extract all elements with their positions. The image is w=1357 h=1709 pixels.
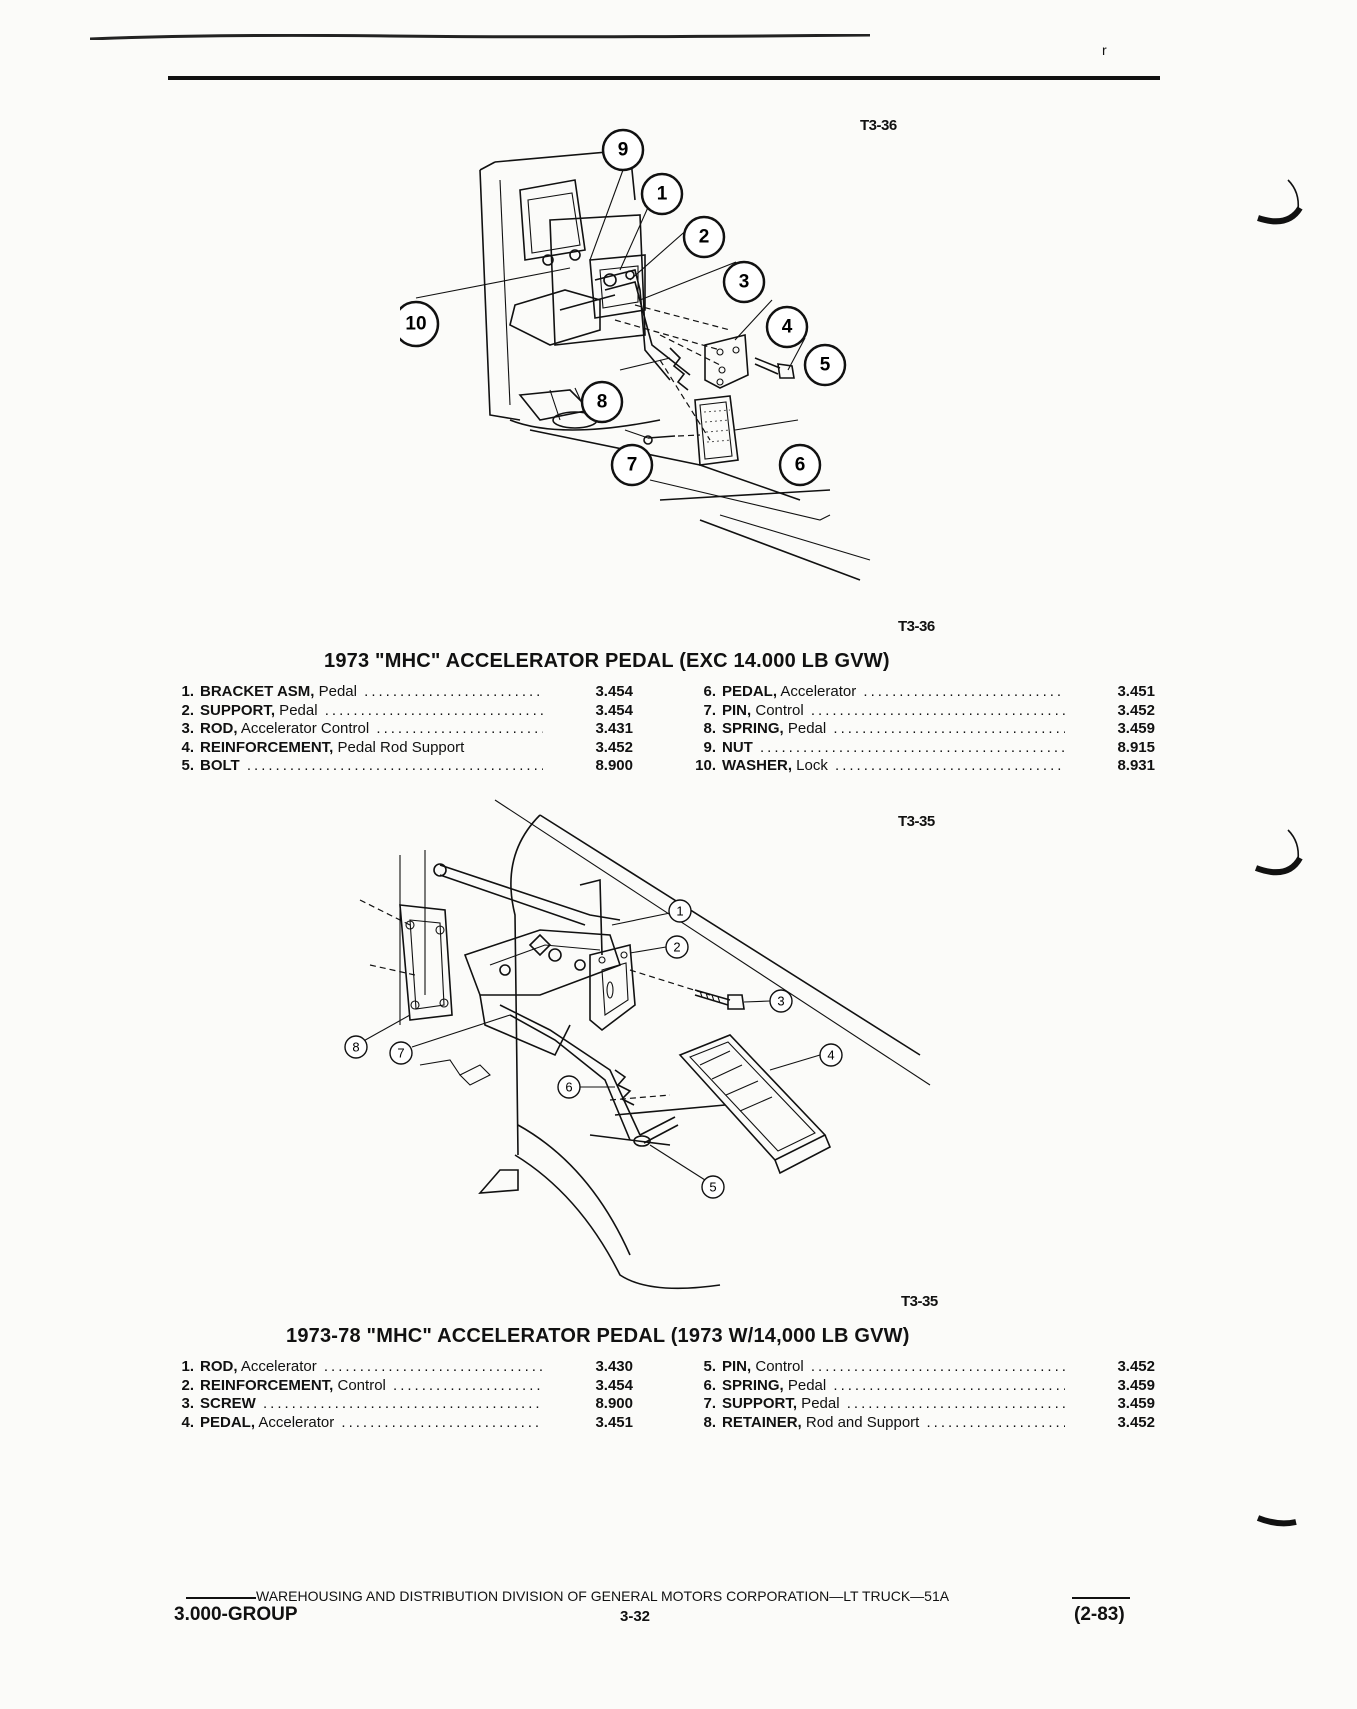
part-row: 7.SUPPORT, Pedal .......................…: [703, 1395, 1155, 1412]
figure1-label-top: T3-36: [860, 117, 897, 134]
part-row: 3.ROD, Accelerator Control .............…: [181, 720, 633, 737]
part-row: 9.NUT ..................................…: [703, 738, 1155, 756]
part-row: 3.SCREW ................................…: [181, 1395, 633, 1412]
svg-text:2: 2: [673, 940, 680, 955]
figure1-pin: [643, 434, 701, 445]
section1-title: 1973 "MHC" ACCELERATOR PEDAL (EXC 14.000…: [324, 650, 890, 672]
section2-parts-left: 1.ROD, Accelerator .....................…: [168, 1358, 633, 1432]
section2-parts-right: 5.PIN, Control .........................…: [690, 1358, 1155, 1432]
figure1-callout-5: 5: [803, 343, 847, 387]
figure2-callout-7: 7: [389, 1041, 413, 1065]
figure1-callout-10: 10: [400, 300, 440, 348]
part-row: 8.RETAINER, Rod and Support ............…: [703, 1413, 1155, 1431]
figure1-callout-4: 4: [765, 305, 809, 349]
figure1-callout-2: 2: [682, 215, 726, 259]
section1-parts-right: 6.PEDAL, Accelerator ...................…: [690, 683, 1155, 776]
svg-text:5: 5: [709, 1180, 716, 1195]
figure1-callout-7: 7: [610, 443, 654, 487]
svg-text:8: 8: [597, 392, 608, 413]
figure2-screw: [694, 989, 745, 1010]
svg-text:7: 7: [627, 455, 638, 476]
svg-text:7: 7: [397, 1046, 404, 1061]
figure1-diagram: 9 1 2 3 10 4 5 8 6 7: [400, 128, 871, 581]
figure1-callout-6: 6: [778, 443, 822, 487]
footer-division: WAREHOUSING AND DISTRIBUTION DIVISION OF…: [256, 1588, 950, 1604]
figure2-cab-outline: [399, 799, 931, 1290]
part-row: 5.PIN, Control .........................…: [703, 1358, 1155, 1375]
figure2-callout-5: 5: [701, 1175, 725, 1199]
svg-text:2: 2: [699, 227, 710, 248]
svg-text:6: 6: [565, 1080, 572, 1095]
figure2-pedal: [678, 1034, 832, 1175]
figure2-retainer: [359, 899, 453, 1021]
figure2-label-bottom: T3-35: [901, 1293, 938, 1310]
part-row: 1.ROD, Accelerator .....................…: [181, 1358, 633, 1375]
part-row: 4.PEDAL, Accelerator ...................…: [181, 1413, 633, 1431]
figure1-callout-1: 1: [640, 172, 684, 216]
figure2-spring: [609, 1069, 726, 1116]
part-row: 7.PIN, Control .........................…: [703, 701, 1155, 719]
figure2-label-top: T3-35: [898, 813, 935, 830]
figure2-callout-3: 3: [769, 989, 793, 1013]
figure2-callout-1: 1: [668, 899, 692, 923]
svg-text:5: 5: [820, 355, 831, 376]
section2-title: 1973-78 "MHC" ACCELERATOR PEDAL (1973 W/…: [286, 1325, 910, 1347]
figure1-callout-9: 9: [601, 128, 645, 172]
figure2-leaders: [359, 912, 821, 1181]
footer-rule-right: [1072, 1597, 1130, 1599]
figure1-label-bottom: T3-36: [898, 618, 935, 635]
figure1-pedal: [694, 395, 739, 466]
svg-text:3: 3: [739, 272, 750, 293]
part-row: 2.SUPPORT, Pedal .......................…: [181, 701, 633, 719]
figure1-leaders: [415, 169, 806, 439]
figure1-bracket-assembly: [509, 214, 731, 381]
svg-text:3: 3: [777, 994, 784, 1009]
svg-text:4: 4: [827, 1048, 834, 1063]
figure2-callout-2: 2: [665, 935, 689, 959]
part-row: 1.BRACKET ASM, Pedal ...................…: [181, 683, 633, 700]
figure2-callout-4: 4: [819, 1043, 843, 1067]
scan-edge-artifact: [90, 34, 870, 40]
figure2-callout-6: 6: [557, 1075, 581, 1099]
section1-parts-left: 1.BRACKET ASM, Pedal ...................…: [168, 683, 633, 776]
figure1-bolt: [754, 357, 795, 379]
svg-text:9: 9: [618, 140, 629, 161]
figure1-callout-3: 3: [722, 260, 766, 304]
figure2-rod: [433, 863, 641, 1141]
corner-mark: r: [1102, 42, 1107, 58]
svg-text:10: 10: [405, 314, 426, 335]
part-row: 6.PEDAL, Accelerator ...................…: [703, 683, 1155, 700]
svg-text:4: 4: [782, 317, 793, 338]
footer-date: (2-83): [1074, 1604, 1125, 1625]
svg-text:1: 1: [657, 184, 668, 205]
figure1-spring: [659, 347, 711, 441]
footer-group: 3.000-GROUP: [174, 1604, 298, 1625]
figure1-callout-8: 8: [580, 380, 624, 424]
binder-hole-marks: [1254, 179, 1303, 1527]
figure2-diagram: 1 2 3 4 5 6 7 8: [344, 799, 931, 1290]
svg-text:8: 8: [352, 1040, 359, 1055]
svg-text:6: 6: [795, 455, 806, 476]
footer-rule-left: [186, 1597, 256, 1599]
header-rule: [168, 76, 1160, 80]
part-row: 2.REINFORCEMENT, Control ...............…: [181, 1376, 633, 1394]
figure2-callout-8: 8: [344, 1035, 368, 1059]
part-row: 10.WASHER, Lock ........................…: [695, 757, 1155, 774]
part-row: 8.SPRING, Pedal ........................…: [703, 720, 1155, 737]
figure2-reinforcement: [589, 943, 711, 1032]
part-row: 5.BOLT .................................…: [181, 757, 633, 774]
figure2-pin: [633, 1116, 679, 1147]
figure2-support: [463, 929, 622, 1057]
footer-page-number: 3-32: [620, 1608, 651, 1625]
part-row: 6.SPRING, Pedal ........................…: [703, 1376, 1155, 1394]
svg-text:1: 1: [676, 904, 683, 919]
